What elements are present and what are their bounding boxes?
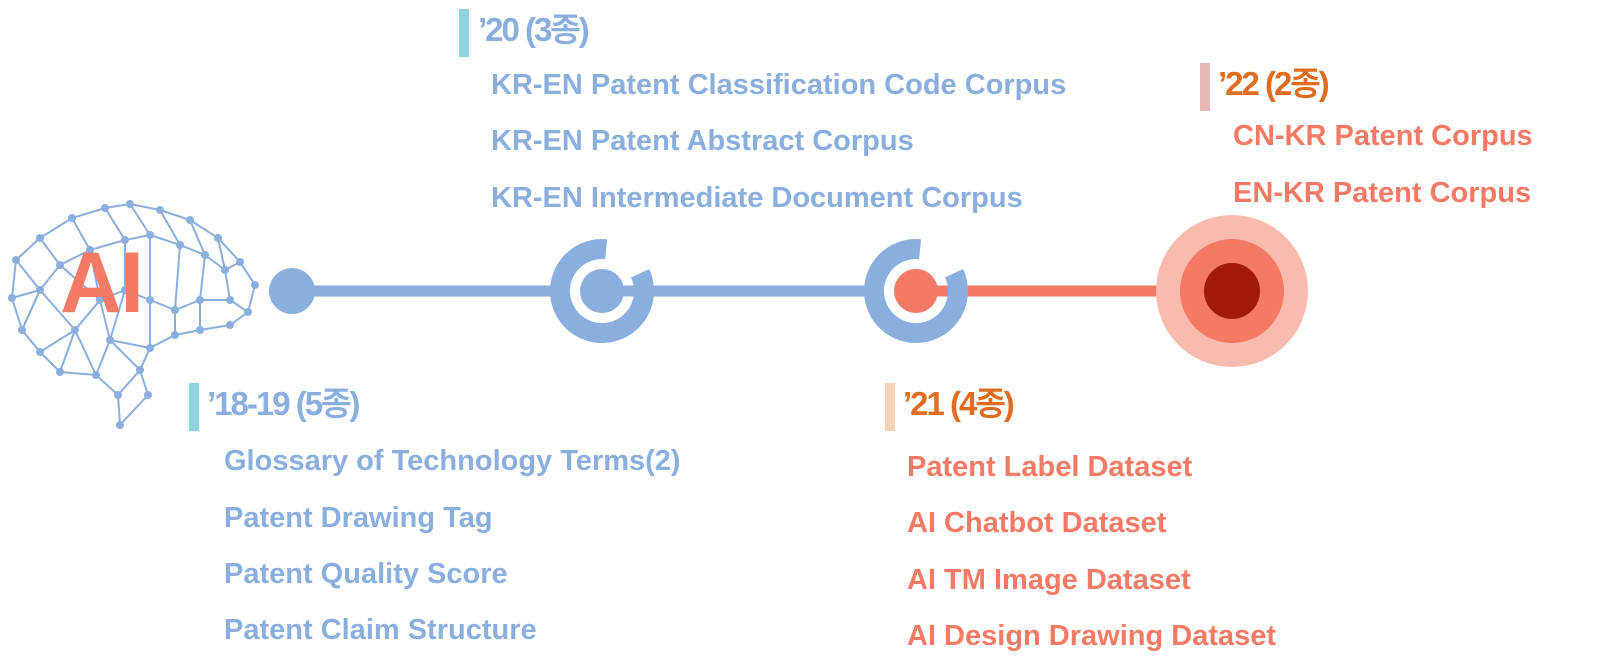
timeline-node-2022	[1156, 215, 1308, 367]
timeline-node-2021	[864, 239, 968, 343]
period-2018-item: Patent Claim Structure	[224, 614, 537, 646]
period-2022-item: EN-KR Patent Corpus	[1233, 177, 1532, 209]
period-2018-title: ’18-19 (5종)	[207, 385, 360, 422]
period-2022-title: ’22 (2종)	[1218, 65, 1330, 102]
period-2021-item: Patent Label Dataset	[907, 451, 1193, 483]
period-2021-item: AI Design Drawing Dataset	[907, 620, 1277, 652]
timeline-node-2018	[269, 268, 315, 314]
period-2020-item: KR-EN Patent Abstract Corpus	[491, 125, 914, 157]
brain-network-nodes	[8, 200, 259, 429]
period-2018-item: Glossary of Technology Terms(2)	[224, 445, 681, 477]
ai-logo-text: AI	[60, 235, 144, 331]
period-2021-item: AI TM Image Dataset	[907, 564, 1191, 596]
period-2021-title: ’21 (4종)	[903, 385, 1015, 422]
period-2020-item: KR-EN Patent Classification Code Corpus	[491, 69, 1067, 101]
period-2018-marker	[189, 383, 199, 431]
period-2020-marker	[459, 9, 469, 57]
period-2021-marker	[885, 383, 895, 431]
period-2021-item: AI Chatbot Dataset	[907, 507, 1167, 539]
period-2020-item: KR-EN Intermediate Document Corpus	[491, 182, 1023, 214]
period-2022-marker	[1200, 63, 1210, 111]
period-2018-item: Patent Drawing Tag	[224, 502, 493, 534]
period-2018-item: Patent Quality Score	[224, 558, 508, 590]
timeline-node-2020	[550, 239, 654, 343]
period-2022-item: CN-KR Patent Corpus	[1233, 120, 1533, 152]
period-2020-title: ’20 (3종)	[478, 11, 590, 48]
